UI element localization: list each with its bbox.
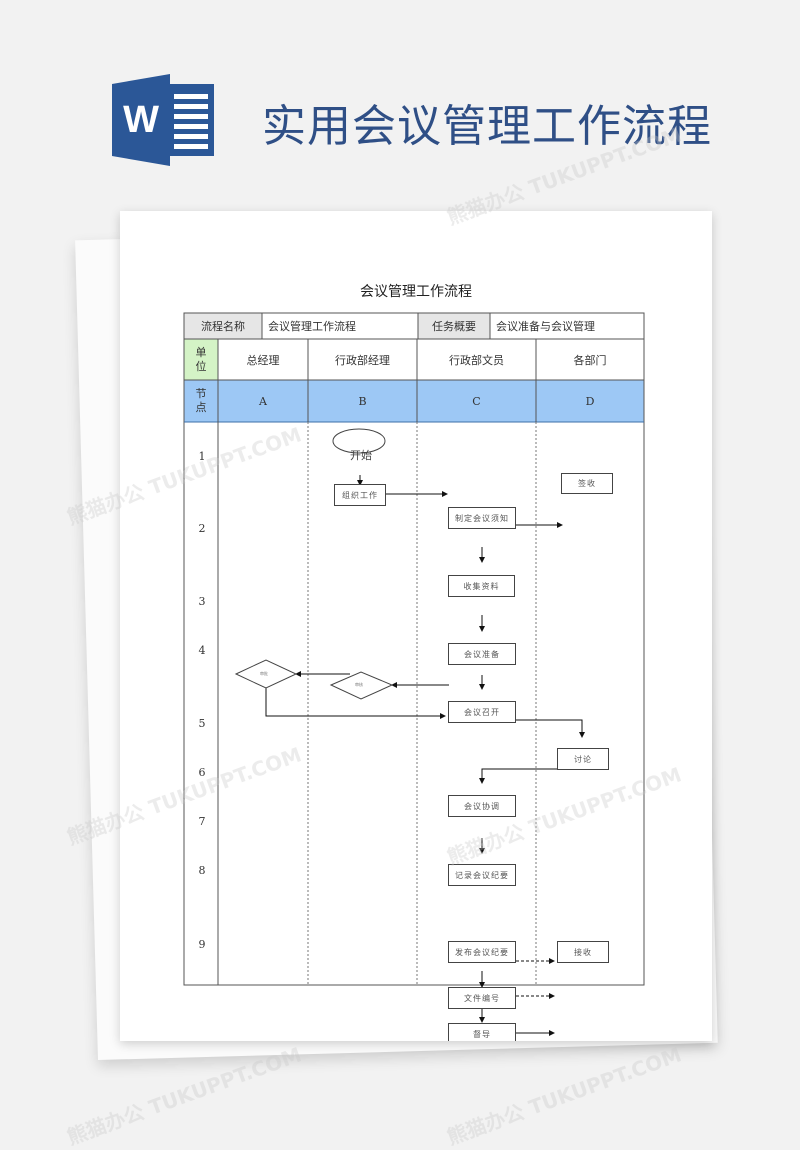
row-number: 8	[198, 864, 206, 877]
lane-node-c: C	[417, 380, 536, 422]
unit-label-char: 位	[195, 359, 207, 373]
meeting-prep-node: 会议准备	[448, 643, 516, 665]
word-doc-icon: W	[112, 74, 214, 166]
lane-unit-c: 行政部文员	[449, 353, 504, 367]
banner-title: 实用会议管理工作流程	[262, 101, 712, 152]
row-number: 1	[198, 450, 206, 463]
unit-label-char: 单	[195, 345, 207, 359]
lane-unit-d: 各部门	[573, 353, 607, 367]
receive-node: 接收	[557, 941, 609, 963]
start-node: 开始	[350, 449, 372, 462]
row-number: 7	[198, 815, 206, 828]
lane-unit-b: 行政部经理	[335, 353, 390, 367]
task-summary-value: 会议准备与会议管理	[496, 320, 595, 333]
row-number: 3	[198, 595, 206, 608]
row-number: 6	[198, 766, 206, 779]
supervise-node: 督导	[448, 1023, 516, 1041]
decision-gm-node: 审批	[260, 671, 268, 676]
lane-unit-a: 总经理	[246, 353, 280, 367]
draft-notice-node: 制定会议须知	[448, 507, 516, 529]
organize-work-node: 组织工作	[334, 484, 386, 506]
node-label-char: 点	[195, 401, 207, 414]
banner: W 实用会议管理工作流程	[0, 0, 800, 200]
collect-materials-node: 收集资料	[448, 575, 515, 597]
row-number: 5	[198, 717, 206, 730]
lane-node-b: B	[308, 380, 417, 422]
publish-minutes-node: 发布会议纪要	[448, 941, 516, 963]
unit-label: 单 位	[184, 339, 218, 380]
sign-receive-node: 签收	[561, 473, 613, 494]
process-name-value: 会议管理工作流程	[268, 320, 356, 333]
decision-mgr-node: 审核	[355, 682, 363, 687]
svg-text:W: W	[123, 99, 159, 141]
lane-node-a: A	[218, 380, 308, 422]
hold-meeting-node: 会议召开	[448, 701, 516, 723]
watermark: 熊猫办公 TUKUPPT.COM	[443, 1042, 685, 1150]
row-number: 2	[198, 522, 206, 535]
document-title: 会议管理工作流程	[360, 284, 472, 300]
meeting-coordinate-node: 会议协调	[448, 795, 516, 817]
document-page: 会议管理工作流程 流程名称 会议管理工作流程 任务概要 会议准备与会议管理 单 …	[120, 211, 712, 1041]
lane-node-d: D	[536, 380, 644, 422]
record-minutes-node: 记录会议纪要	[448, 864, 516, 886]
file-number-node: 文件编号	[448, 987, 516, 1009]
discuss-node: 讨论	[557, 748, 609, 770]
process-name-label: 流程名称	[184, 313, 262, 339]
node-label: 节 点	[184, 380, 218, 422]
row-number: 4	[198, 644, 206, 657]
task-summary-label: 任务概要	[418, 313, 490, 339]
node-label-char: 节	[195, 387, 207, 400]
row-number: 9	[198, 938, 206, 951]
